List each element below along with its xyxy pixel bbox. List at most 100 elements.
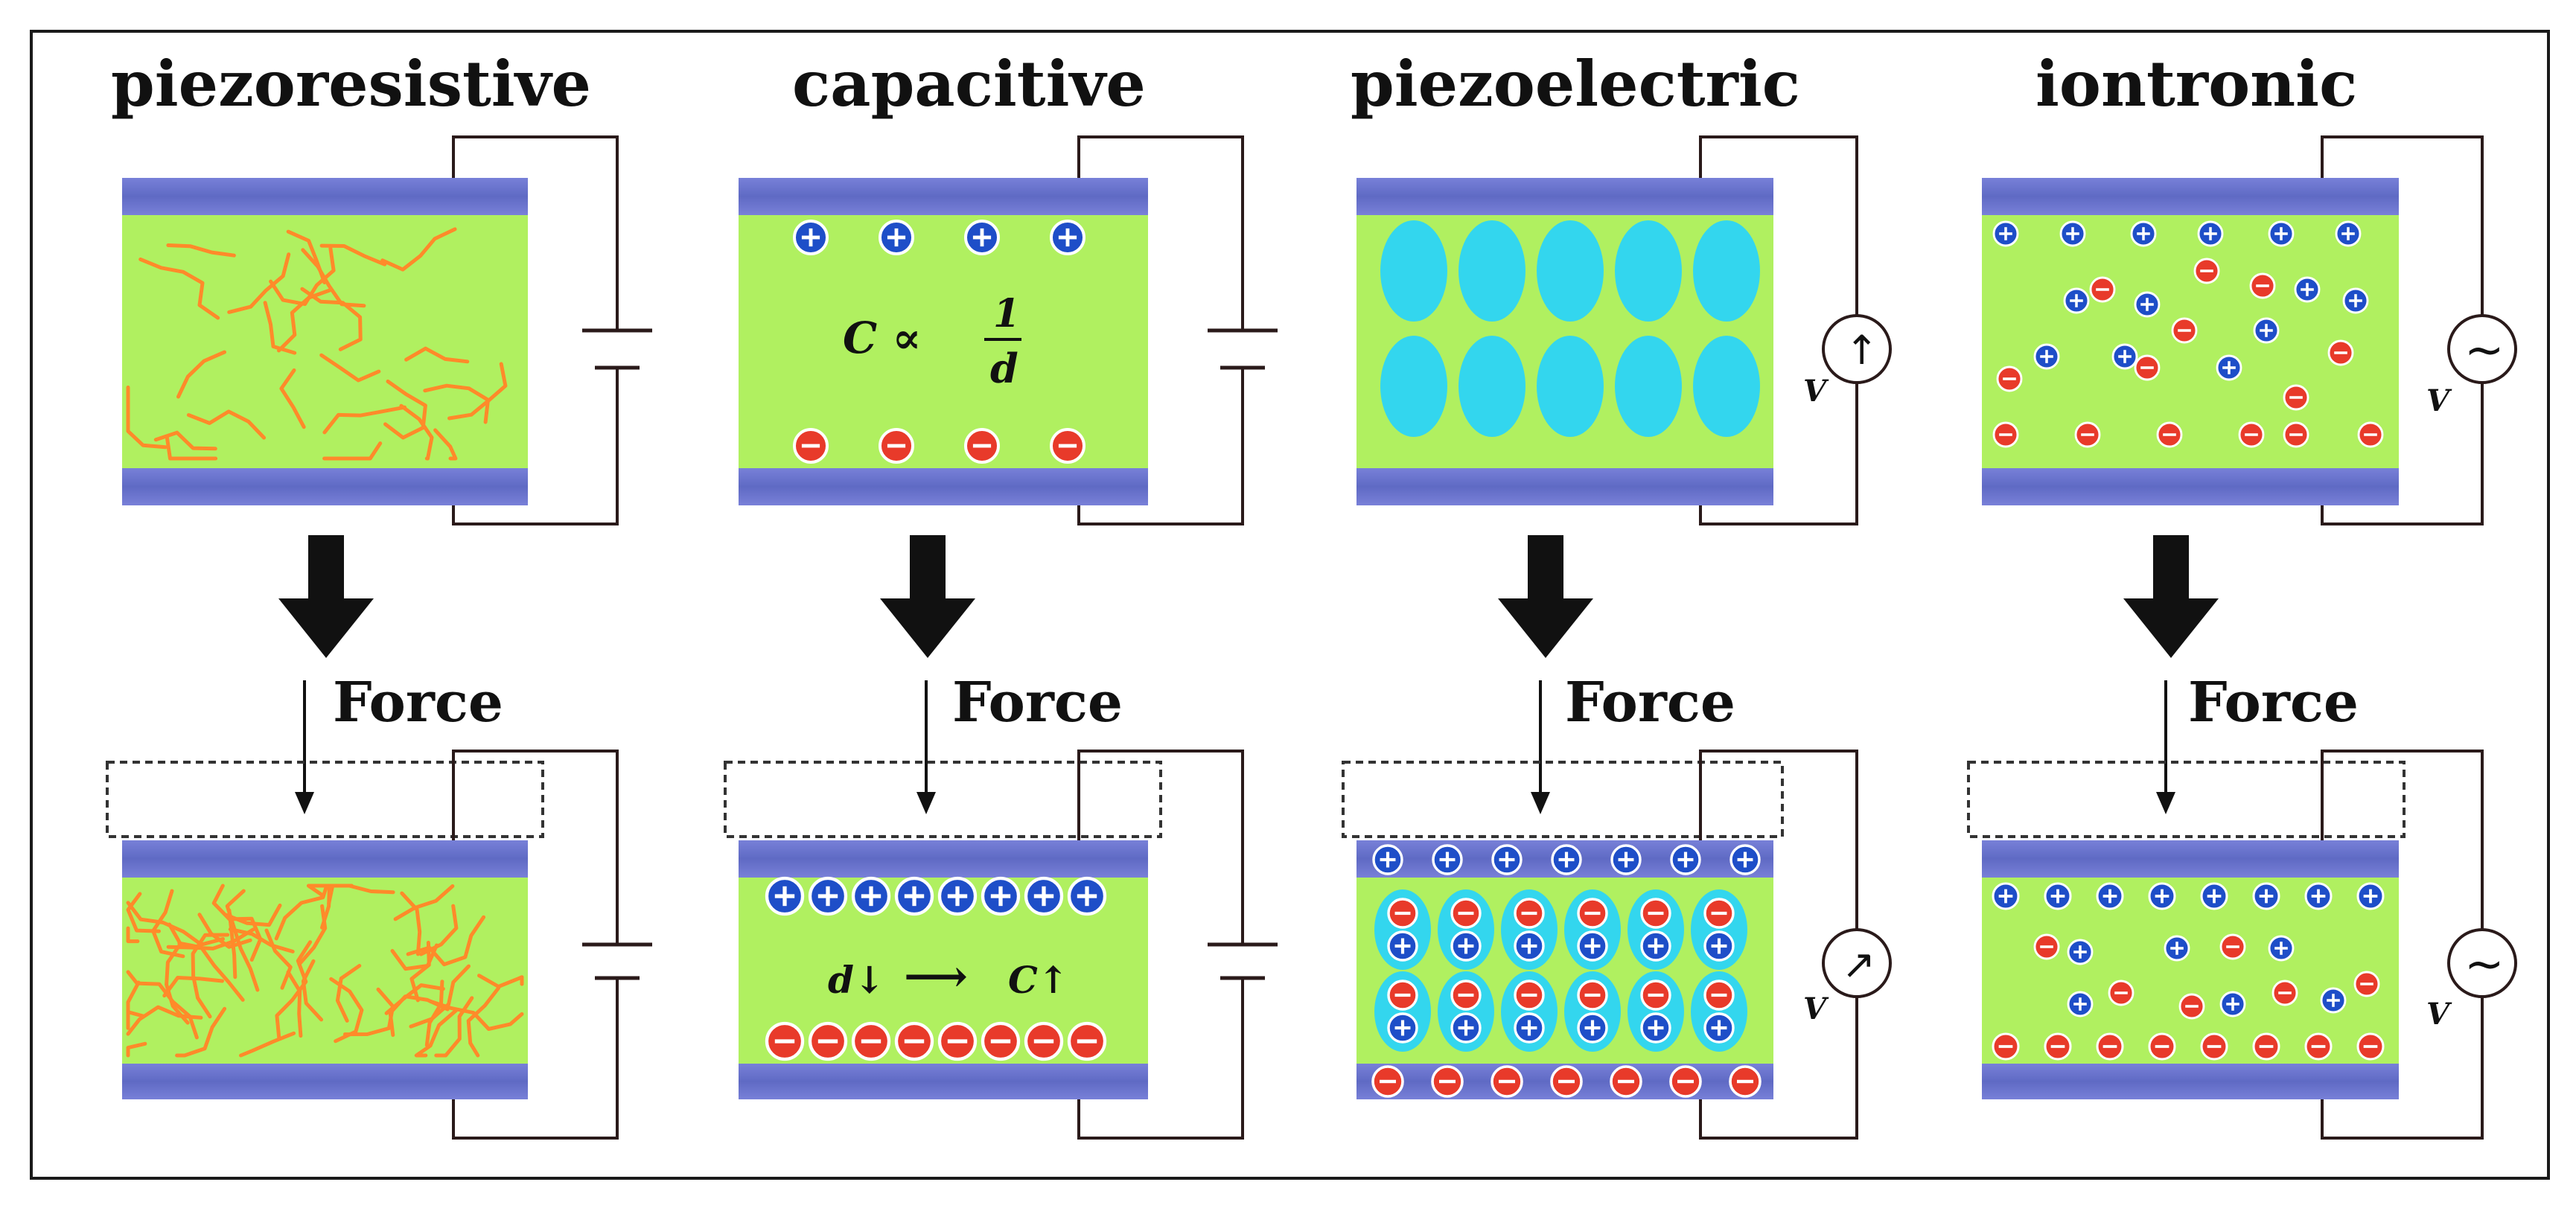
battery-icon [582,942,652,980]
battery-icon [1208,942,1278,980]
negative-ion-icon [1640,898,1671,929]
positive-ion-icon [1729,844,1761,875]
top-electrode [1356,178,1773,215]
sensor-before-force [122,135,652,525]
positive-ion-icon [1703,930,1735,962]
sensor-mechanism-diagram: piezoresistive Force [106,47,2517,1140]
negative-ion-icon [2238,421,2265,448]
fiber [126,980,145,1030]
positive-ion-icon [2197,220,2224,247]
fiber [274,884,329,941]
source-symbol: ~ [2464,937,2505,992]
negative-ion-icon [1992,421,2019,448]
fiber [239,1031,296,1058]
negative-ion-icon [1050,428,1085,464]
negative-ion-icon [793,428,829,464]
fiber [228,927,295,953]
top-electrode [122,840,528,878]
fiber [126,1005,203,1036]
panel-capacitive: capacitive C ∝ 1 d Force [724,47,1278,1140]
equation-lhs: d↓ [828,958,885,1002]
positive-ion-icon [2268,935,2295,962]
wire [1699,135,1858,525]
panel-piezoelectric: piezoelectric ↑ V Force [1342,47,1892,1140]
negative-ion-icon [2089,276,2116,303]
negative-ion-icon [851,1021,891,1061]
ammeter-icon: ↑ [1822,314,1892,384]
piezo-grain [1615,220,1682,322]
fiber [263,301,297,355]
charge-layer [793,220,1085,464]
compression-outline [1967,761,2406,838]
piezo-grain [1458,220,1525,322]
equation-rhs: C↑ [1008,958,1069,1002]
wire [1077,750,1244,1140]
negative-ion-icon [2074,421,2101,448]
panel-title: piezoelectric [1351,47,1800,121]
force-arrow-icon [295,680,314,814]
fiber [434,996,474,1058]
fiber [322,405,407,435]
negative-ion-icon [1640,980,1671,1011]
conductive-fibers [126,884,524,1058]
panel-iontronic: iontronic ~ V Force [1967,47,2517,1140]
negative-ion-icon [1577,898,1608,929]
fiber [424,980,444,1047]
fiber [466,985,501,1058]
positive-ion-icon [981,876,1021,916]
negative-ion-icon [1431,1065,1464,1098]
big-arrow-icon [880,535,975,658]
voltage-label: V [1803,991,1829,1026]
fiber [126,901,225,947]
negative-ion-icon [1491,1065,1523,1098]
positive-ion-icon [2134,291,2161,318]
fiber [166,243,236,258]
negative-ion-icon [2219,933,2246,960]
negative-ion-icon [2356,1032,2385,1061]
fiber [319,243,387,266]
negative-ion-icon [1024,1021,1064,1061]
fiber [126,892,161,933]
fiber [335,964,362,1023]
positive-ion-icon [1992,220,2019,247]
piezo-grain [1537,220,1604,322]
fiber [301,959,324,1022]
fiber [126,386,168,450]
fiber [264,928,293,990]
force-label: Force [333,671,503,735]
negative-ion-icon [2033,933,2060,960]
wire [452,135,619,525]
meter-symbol: ↑ [1845,327,1878,374]
positive-ion-icon [2219,991,2246,1017]
negative-ion-icon [1450,898,1482,929]
fiber [390,943,439,971]
positive-ion-icon [2164,935,2190,962]
fiber [197,913,252,949]
panel-title: iontronic [2035,47,2357,121]
negative-ion-icon [2171,317,2198,344]
fiber [380,227,457,272]
negative-ion-icon [2283,384,2309,411]
positive-ion-icon [2067,991,2094,1017]
force-arrow-icon [1531,680,1550,814]
ac-source-icon: ~ [2447,314,2517,384]
mobile-ions [1992,220,2384,448]
positive-ion-icon [2096,882,2124,910]
force-arrow-icon [2156,680,2175,814]
charge-layer [765,876,1107,1061]
sensor-before-force: ↑ V [1356,135,1892,525]
bottom-electrode [739,1064,1148,1099]
positive-ion-icon [1577,1012,1608,1044]
force-label: Force [1565,671,1735,735]
sensor-before-force: ~ V [1982,135,2517,525]
negative-ion-icon [1514,898,1545,929]
negative-ion-icon [2353,971,2380,997]
negative-ion-icon [1703,980,1735,1011]
wire [2321,750,2484,1140]
positive-ion-icon [1450,930,1482,962]
fiber [393,884,455,921]
positive-ion-icon [2320,987,2347,1014]
fiber [269,246,336,307]
piezo-grain [1615,336,1682,437]
negative-ion-icon [2357,421,2384,448]
